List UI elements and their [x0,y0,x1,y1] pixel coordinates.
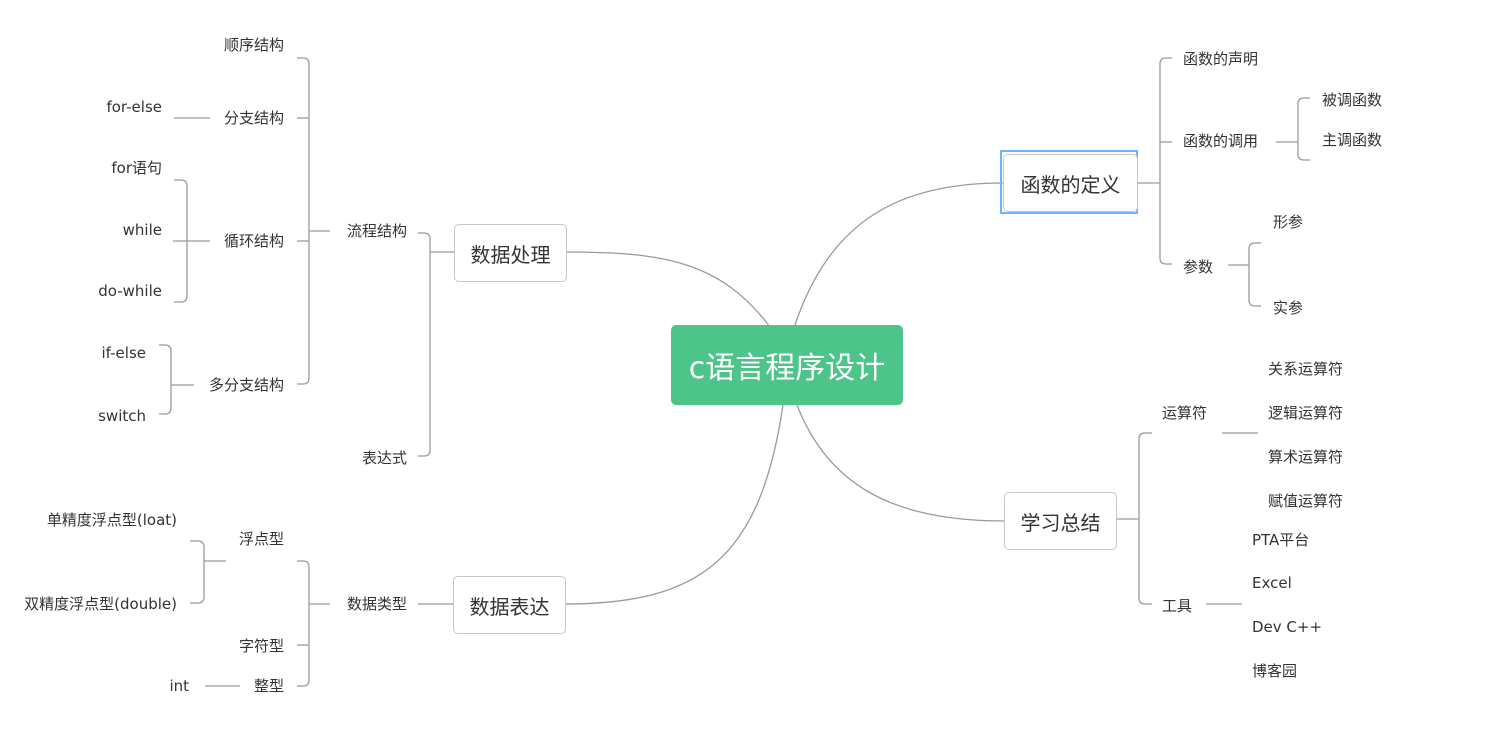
node-assignment-op[interactable]: 赋值运算符 [1268,492,1344,510]
node-call[interactable]: 函数的调用 [1183,132,1259,150]
node-if-else[interactable]: if-else [101,344,146,362]
node-data-types[interactable]: 数据类型 [346,595,407,613]
node-callee[interactable]: 被调函数 [1322,91,1383,109]
node-pta[interactable]: PTA平台 [1252,531,1310,549]
node-logical-op[interactable]: 逻辑运算符 [1268,404,1344,422]
node-expression[interactable]: 表达式 [361,449,407,467]
node-sequence[interactable]: 顺序结构 [223,36,284,54]
node-devcpp[interactable]: Dev C++ [1252,618,1323,636]
node-loop[interactable]: 循环结构 [223,232,284,250]
node-int[interactable]: int [169,677,189,695]
node-integer[interactable]: 整型 [253,677,284,695]
node-flow-structure[interactable]: 流程结构 [346,222,407,240]
node-cnblogs[interactable]: 博客园 [1252,662,1298,680]
node-params[interactable]: 参数 [1183,258,1214,276]
node-for-else[interactable]: for-else [106,98,162,116]
node-float[interactable]: 浮点型 [238,530,284,548]
node-for[interactable]: for语句 [111,159,162,177]
node-char[interactable]: 字符型 [238,637,284,655]
node-data-expression[interactable]: 数据表达 [453,576,566,634]
node-declaration[interactable]: 函数的声明 [1183,50,1259,68]
node-function-definition[interactable]: 函数的定义 [1003,154,1138,212]
node-double-float[interactable]: 双精度浮点型(double) [24,595,177,613]
node-operators[interactable]: 运算符 [1162,404,1208,422]
node-switch[interactable]: switch [98,407,146,425]
node-do-while[interactable]: do-while [98,282,162,300]
node-summary[interactable]: 学习总结 [1004,492,1117,550]
node-single-float[interactable]: 单精度浮点型(loat) [46,511,177,529]
node-multi-branch[interactable]: 多分支结构 [208,376,284,394]
node-branch[interactable]: 分支结构 [223,109,284,127]
node-while[interactable]: while [122,221,162,239]
node-relational-op[interactable]: 关系运算符 [1268,360,1344,378]
node-formal-param[interactable]: 形参 [1273,213,1304,231]
node-excel[interactable]: Excel [1252,574,1292,592]
root-node[interactable]: c语言程序设计 [671,325,903,405]
node-tools[interactable]: 工具 [1162,597,1193,615]
node-actual-param[interactable]: 实参 [1273,299,1304,317]
node-arithmetic-op[interactable]: 算术运算符 [1268,448,1344,466]
node-data-processing[interactable]: 数据处理 [454,224,567,282]
node-caller[interactable]: 主调函数 [1322,131,1383,149]
